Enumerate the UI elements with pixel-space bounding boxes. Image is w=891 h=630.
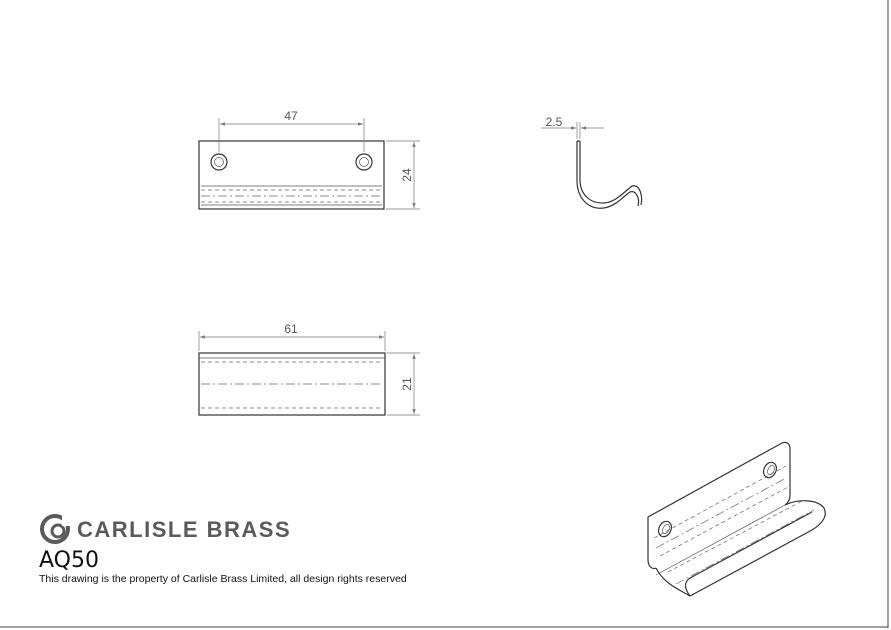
top-view-outline [198, 352, 386, 416]
brand-name: CARLISLE BRASS [77, 517, 291, 542]
carlisle-brass-logo-icon [40, 514, 70, 544]
top-view: 61 21 [198, 322, 420, 416]
iso-mounting-hole-left [657, 520, 673, 538]
dimension-text-24: 24 [400, 168, 414, 182]
ownership-notice: This drawing is the property of Carlisle… [39, 573, 407, 585]
dimension-length: 61 [198, 322, 386, 351]
iso-mounting-hole-right [762, 461, 778, 479]
dimension-text-2-5: 2.5 [546, 115, 563, 129]
front-view-outline [198, 140, 385, 210]
isometric-view [647, 441, 826, 597]
mounting-hole-left [210, 153, 228, 171]
dimension-text-21: 21 [400, 377, 414, 391]
dimension-text-47: 47 [284, 109, 298, 123]
front-view: 47 24 [198, 109, 420, 210]
profile-outline [576, 141, 643, 209]
product-code: AQ50 [39, 548, 99, 573]
dimension-top-height: 21 [387, 352, 420, 416]
dimension-hole-spacing: 47 [218, 109, 365, 152]
title-block: CARLISLE BRASS AQ50 This drawing is the … [39, 514, 407, 585]
mounting-hole-right [355, 153, 373, 171]
dimension-thickness: 2.5 [541, 115, 604, 139]
side-profile-view: 2.5 [541, 115, 643, 209]
dimension-text-61: 61 [284, 322, 298, 336]
dimension-front-height: 24 [386, 140, 420, 210]
